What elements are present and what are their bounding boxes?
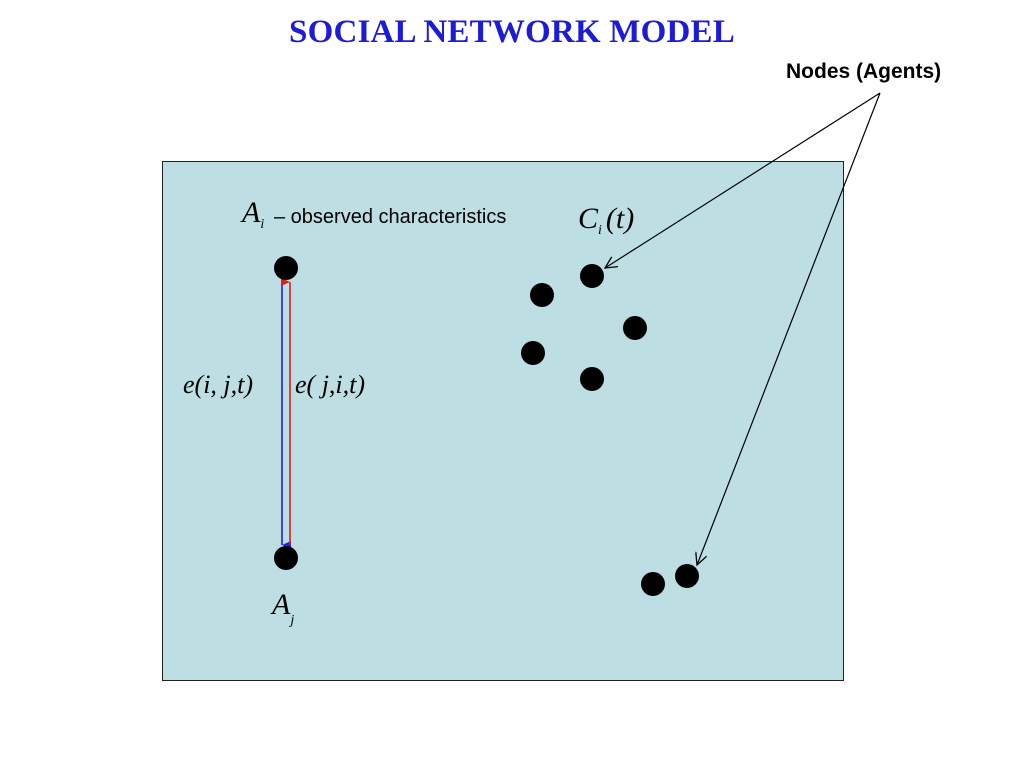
node-pair-2 [675, 564, 699, 588]
aj-var: A [272, 588, 291, 621]
node-ai [274, 256, 298, 280]
label-aj: Aj [272, 588, 294, 629]
label-edge-ji: e( j,i,t) [295, 370, 366, 399]
label-ci: Ci(t) [578, 202, 634, 239]
node-cluster-4 [521, 341, 545, 365]
node-aj [274, 546, 298, 570]
ci-sub: i [598, 223, 602, 238]
slide-title: SOCIAL NETWORK MODEL [289, 14, 735, 50]
callout-arrow-cluster [605, 92, 881, 268]
node-pair-1 [641, 572, 665, 596]
observed-characteristics-text: – observed characteristics [274, 206, 507, 228]
nodes-callout-label: Nodes (Agents) [786, 60, 942, 83]
node-cluster-1 [530, 283, 554, 307]
ai-sub: i [260, 217, 265, 232]
label-ai: Ai [242, 196, 264, 233]
network-panel [162, 161, 844, 681]
node-cluster-3 [623, 316, 647, 340]
ci-var: C [578, 202, 599, 235]
ci-arg: (t) [605, 202, 635, 235]
node-cluster-5 [580, 367, 604, 391]
node-cluster-2 [580, 264, 604, 288]
callout-arrow-pair [697, 92, 881, 565]
aj-sub: j [290, 613, 295, 628]
label-edge-ij: e(i, j,t) [183, 370, 254, 399]
ai-var: A [242, 196, 261, 229]
